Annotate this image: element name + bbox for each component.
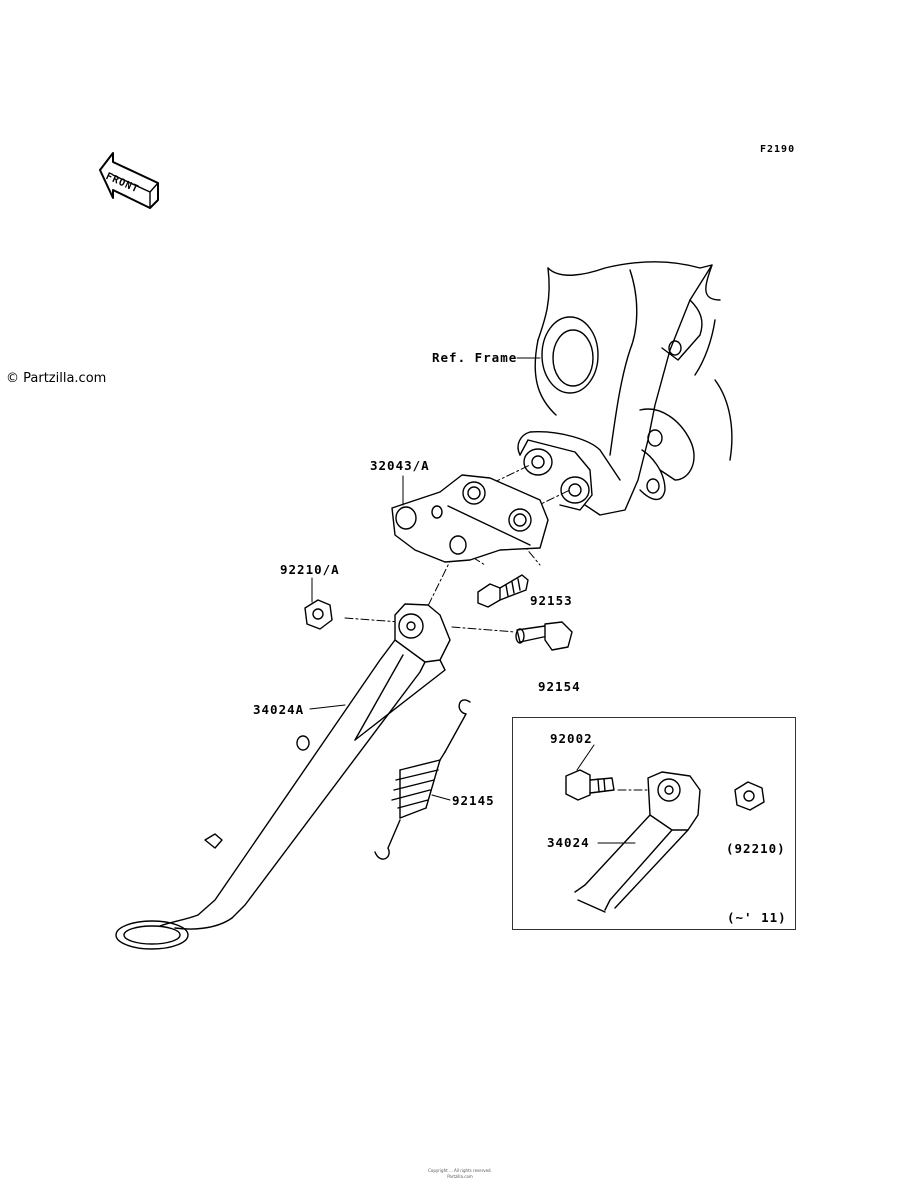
inset-callout-92210: (92210)	[726, 841, 786, 856]
callout-34024a: 34024A	[253, 702, 305, 717]
inset-applicability: (~' 11)	[727, 910, 787, 925]
callout-32043-a: 32043/A	[370, 458, 430, 473]
bolt-92153-drawing	[478, 575, 528, 607]
frame-drawing	[518, 262, 732, 515]
bracket-drawing	[392, 475, 548, 562]
inset-callout-92002: 92002	[550, 731, 593, 746]
inset-box	[512, 717, 796, 930]
footer-site: Partzilla.com	[447, 1174, 473, 1179]
callout-92153: 92153	[530, 593, 573, 608]
footer-copyright: Copyright ... All rights reserved.	[428, 1168, 492, 1173]
bolt-92154-drawing	[516, 622, 572, 650]
callout-92210-a: 92210/A	[280, 562, 340, 577]
nut-drawing	[305, 600, 332, 629]
front-direction-arrow-icon	[100, 153, 158, 208]
watermark: © Partzilla.com	[6, 371, 107, 386]
figure-code: F2190	[760, 144, 796, 155]
callout-92145: 92145	[452, 793, 495, 808]
callout-leaders	[310, 358, 635, 843]
side-stand-drawing	[116, 604, 450, 949]
spring-drawing	[375, 700, 470, 859]
inset-drawing	[566, 770, 764, 912]
callout-ref-frame: Ref. Frame	[432, 350, 518, 365]
callout-92154: 92154	[538, 679, 581, 694]
inset-callout-34024: 34024	[547, 835, 590, 850]
